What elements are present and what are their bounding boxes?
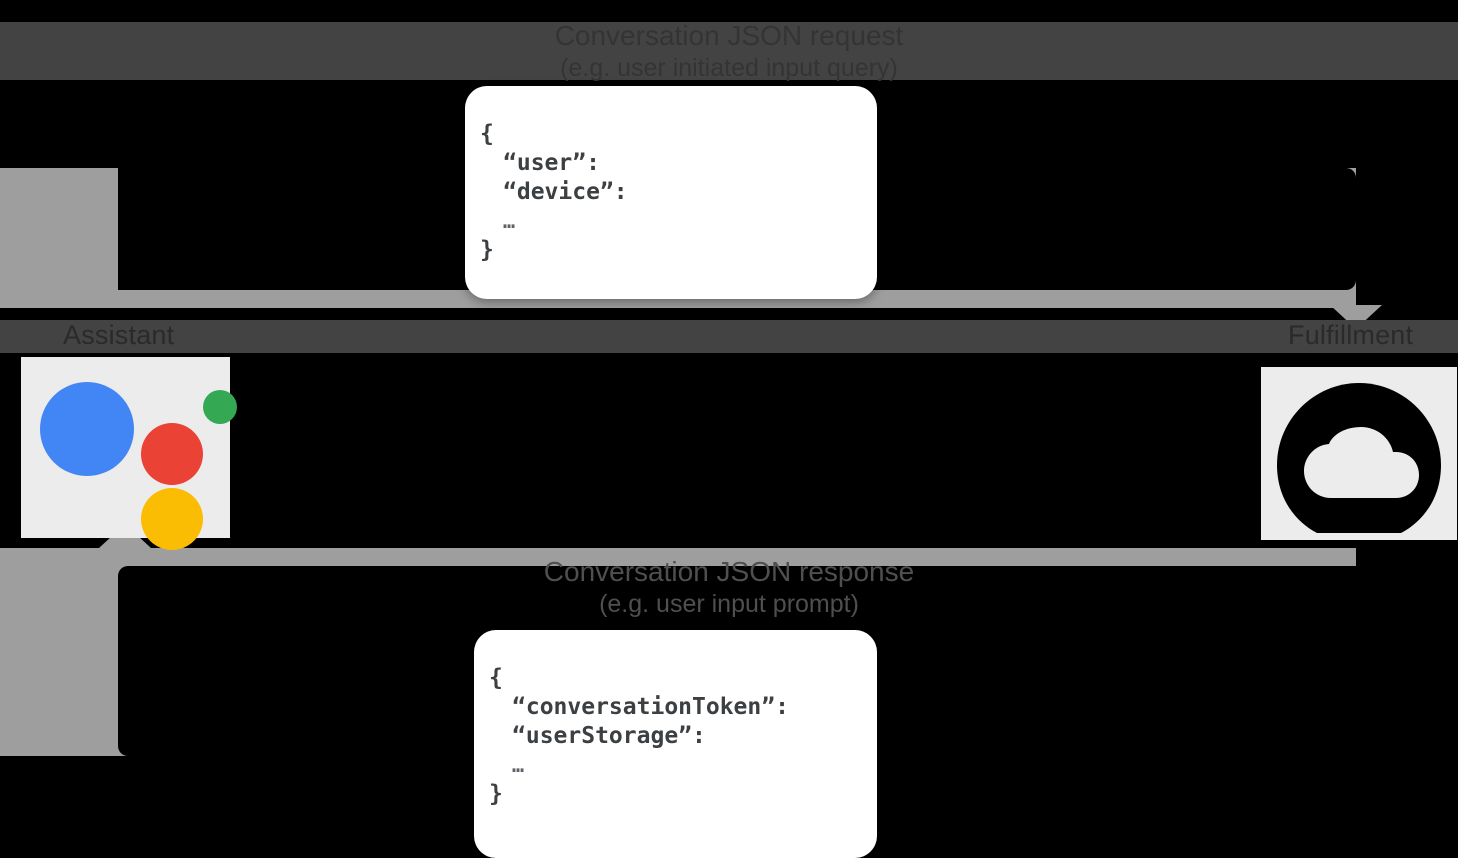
request-json-card: { “user”: “device”: … } xyxy=(465,86,877,299)
cloud-icon xyxy=(1261,367,1457,540)
assistant-blue-dot-icon xyxy=(40,382,134,476)
cloud-glyph xyxy=(1277,383,1441,533)
assistant-node-label: Assistant xyxy=(63,320,175,350)
code-line: “conversationToken”: xyxy=(512,694,789,720)
code-line: … xyxy=(503,209,518,233)
assistant-green-dot-icon xyxy=(203,390,237,424)
code-line: … xyxy=(512,753,527,777)
response-flow-title: Conversation JSON response (e.g. user in… xyxy=(0,556,1458,620)
response-title-text: Conversation JSON response xyxy=(543,556,915,587)
google-assistant-icon xyxy=(21,357,237,550)
code-line: “user”: xyxy=(503,150,600,176)
top-title-band xyxy=(0,22,1458,80)
node-label-band xyxy=(0,320,1458,353)
response-subtitle-text: (e.g. user input prompt) xyxy=(599,590,859,618)
code-line: “userStorage”: xyxy=(512,723,706,749)
code-line: { xyxy=(489,665,503,691)
assistant-yellow-dot-icon xyxy=(141,488,203,550)
code-line: “device”: xyxy=(503,179,628,205)
request-flow-title: Conversation JSON request (e.g. user ini… xyxy=(0,20,1458,84)
assistant-red-dot-icon xyxy=(141,423,203,485)
request-title-text: Conversation JSON request xyxy=(554,20,904,51)
response-json-card: { “conversationToken”: “userStorage”: … … xyxy=(474,630,877,858)
code-line: { xyxy=(480,121,494,147)
code-line: } xyxy=(480,237,494,263)
code-line: } xyxy=(489,781,503,807)
fulfillment-node-label: Fulfillment xyxy=(1288,320,1414,350)
request-subtitle-text: (e.g. user initiated input query) xyxy=(560,54,898,82)
